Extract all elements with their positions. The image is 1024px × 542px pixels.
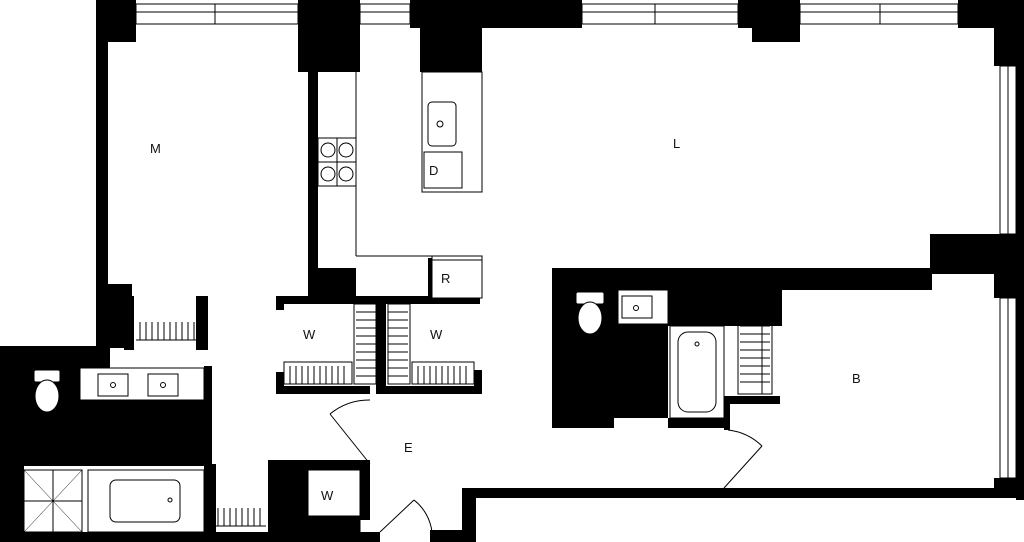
label-entry: E [404, 440, 413, 455]
label-closet-entry: W [321, 488, 334, 503]
label-dishwasher: D [429, 163, 438, 178]
right-bathroom [562, 289, 725, 419]
label-closet-right: W [430, 327, 443, 342]
label-closet-left: W [303, 327, 316, 342]
label-refrigerator: R [441, 271, 450, 286]
label-living-room: L [673, 136, 680, 151]
entry-closet [277, 469, 361, 533]
kitchen [317, 71, 483, 299]
interior-walls [124, 60, 932, 536]
label-master-bedroom: M [150, 141, 161, 156]
left-bathroom [23, 367, 205, 533]
room-labels: M L D R W W E W B [150, 136, 861, 503]
windows [135, 3, 1017, 479]
closet-shelving [136, 303, 773, 527]
doors [329, 399, 763, 533]
label-bedroom: B [852, 371, 861, 386]
